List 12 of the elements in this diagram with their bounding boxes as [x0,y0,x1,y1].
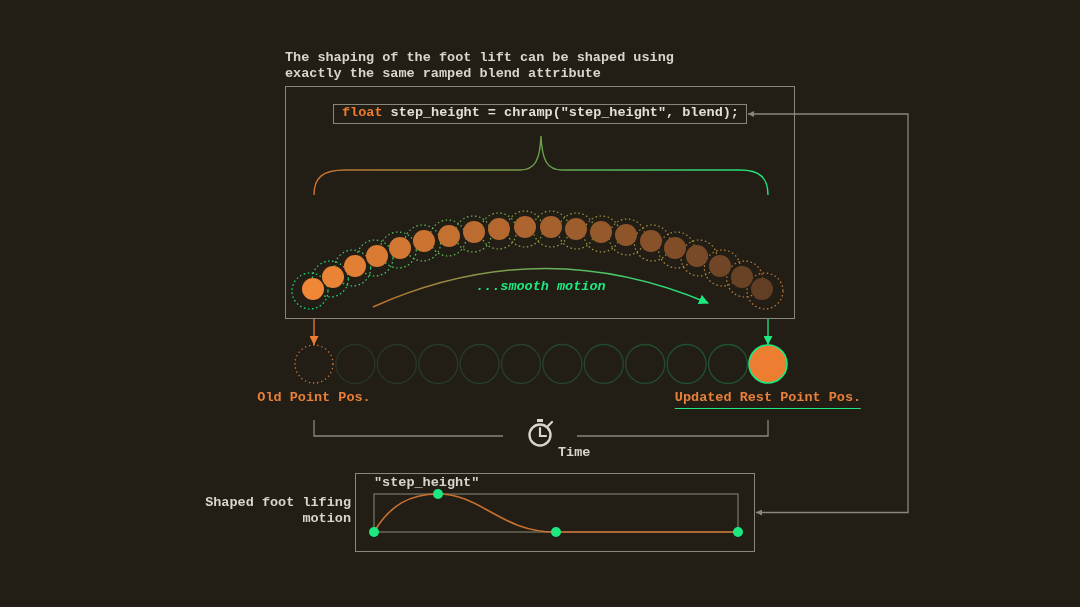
caption-text: Shaped foot lifing motion [204,495,351,527]
arrow [309,318,319,346]
arrow [763,318,773,346]
motion-label: ...smooth motion [476,279,606,295]
code-frame [333,104,747,124]
axis-label: Time [558,445,591,461]
code-snippet: float step_height = chramp("step_height", blend); [342,105,739,121]
position-label: Updated Rest Point Pos. [674,390,862,409]
position-label: Old Point Pos. [257,390,371,406]
connector-arrow [747,111,909,516]
heading-text: The shaping of the foot lift can be shaped using exactly the same ramped blend attribute [285,50,675,82]
ramp-name: "step_height" [374,475,480,491]
